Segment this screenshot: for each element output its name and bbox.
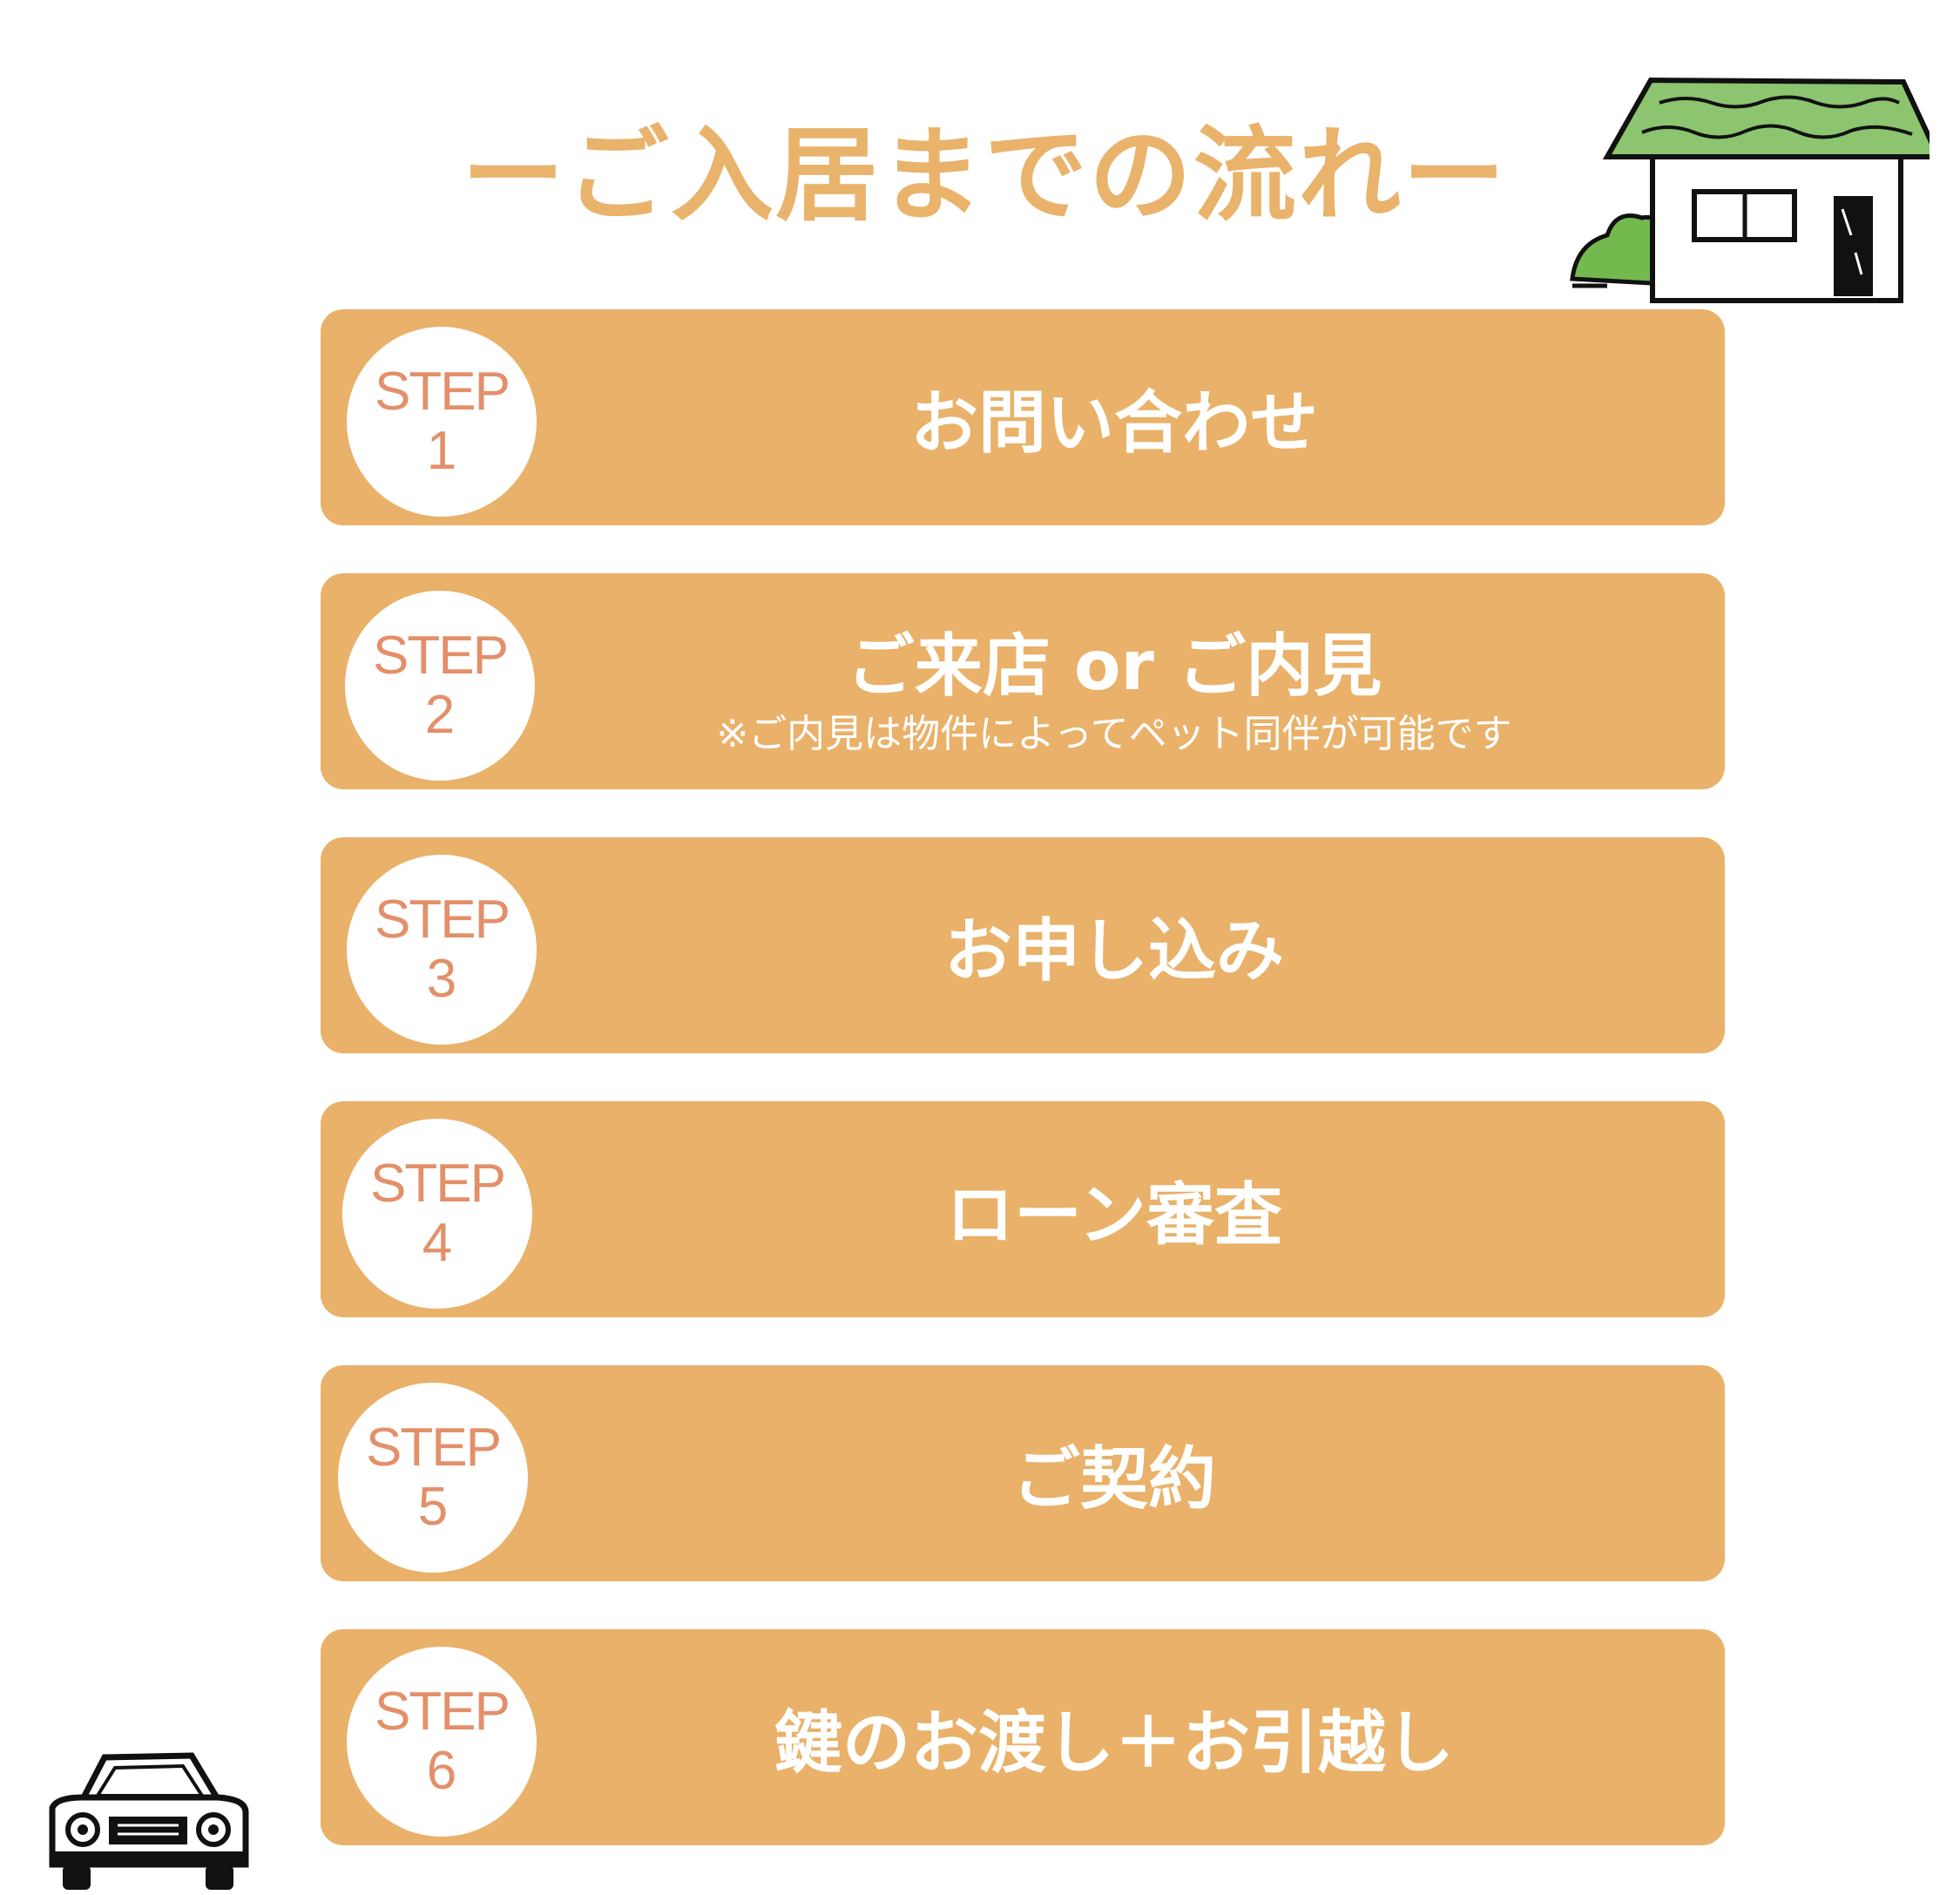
page-title: ーご入居までの流れー	[461, 114, 1507, 235]
step-2-label: ご来店 or ご内見	[846, 627, 1382, 706]
step-6-badge: STEP 6	[347, 1647, 537, 1837]
step-label: STEP	[373, 626, 509, 686]
step-3-label: お申し込み	[943, 912, 1284, 991]
step-6-label: 鍵のお渡し＋お引越し	[774, 1704, 1454, 1783]
step-1-badge: STEP 1	[347, 327, 537, 517]
step-1-label: お問い合わせ	[909, 384, 1318, 463]
step-number: 4	[422, 1213, 453, 1273]
step-6-box: STEP 6 鍵のお渡し＋お引越し	[321, 1629, 1725, 1845]
step-2-badge: STEP 2	[345, 591, 535, 781]
step-number: 3	[426, 949, 457, 1009]
step-3-box: STEP 3 お申し込み	[321, 837, 1725, 1053]
step-number: 6	[426, 1741, 457, 1801]
step-number: 5	[417, 1477, 449, 1537]
step-label: STEP	[366, 1418, 502, 1478]
step-4-badge: STEP 4	[342, 1119, 532, 1309]
step-4-label: ローン審査	[945, 1176, 1283, 1255]
step-label: STEP	[375, 362, 510, 422]
step-label: STEP	[375, 890, 510, 950]
step-number: 1	[426, 421, 457, 481]
step-label: STEP	[370, 1154, 506, 1214]
house-icon	[1570, 77, 1930, 303]
step-5-label: ご契約	[1011, 1440, 1216, 1519]
step-2-box: STEP 2 ご来店 or ご内見 ※ご内見は物件によってペット同伴が可能です	[321, 573, 1725, 789]
step-5-box: STEP 5 ご契約	[321, 1365, 1725, 1581]
step-5-badge: STEP 5	[338, 1383, 528, 1573]
step-3-badge: STEP 3	[347, 855, 537, 1045]
step-label: STEP	[375, 1682, 510, 1742]
step-1-box: STEP 1 お問い合わせ	[321, 309, 1725, 525]
car-icon	[49, 1752, 249, 1890]
step-4-box: STEP 4 ローン審査	[321, 1101, 1725, 1317]
step-2-note: ※ご内見は物件によってペット同伴が可能です	[716, 712, 1512, 756]
step-number: 2	[424, 685, 456, 745]
